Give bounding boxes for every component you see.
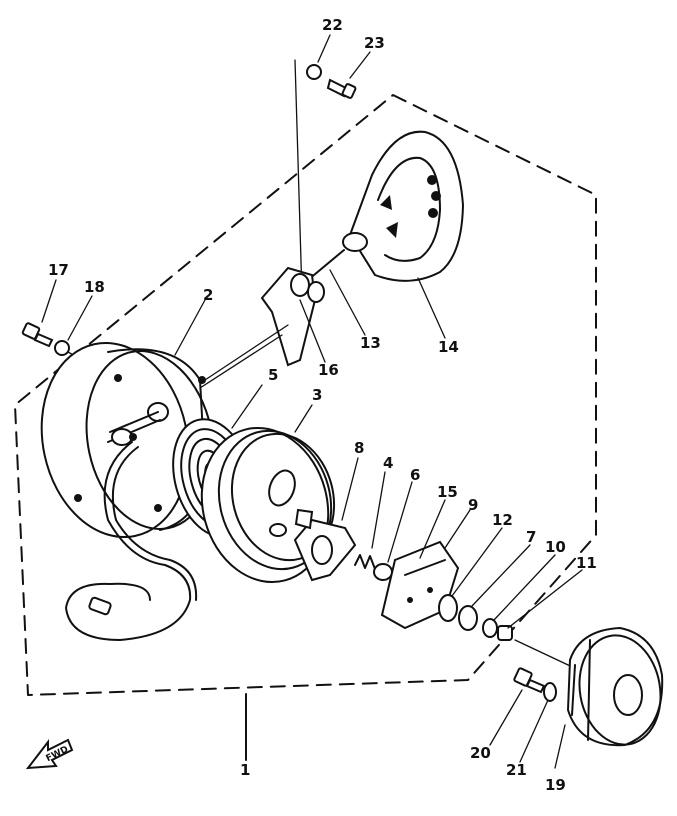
wire-connector bbox=[88, 596, 112, 616]
front-direction-arrow-icon: FWD bbox=[25, 738, 74, 770]
leader-line-22 bbox=[317, 34, 331, 63]
callout-7: 7 bbox=[526, 528, 536, 546]
callout-19: 19 bbox=[545, 776, 566, 794]
callout-9: 9 bbox=[468, 496, 478, 514]
leader-line-21 bbox=[519, 699, 549, 763]
starter-handle-14 bbox=[342, 130, 465, 282]
starter-rope-13 bbox=[307, 249, 345, 281]
washer-21 bbox=[543, 682, 557, 702]
leader-line-7 bbox=[471, 544, 531, 607]
guide-line bbox=[294, 59, 303, 296]
callout-18: 18 bbox=[84, 278, 105, 296]
leader-line-2 bbox=[174, 299, 206, 356]
stop-switch-wire-2 bbox=[111, 446, 198, 601]
leader-line-13 bbox=[329, 269, 366, 336]
leader-line-4 bbox=[371, 471, 386, 549]
callout-15: 15 bbox=[437, 483, 458, 501]
washer-7 bbox=[458, 605, 478, 631]
bolt-17 bbox=[21, 322, 54, 348]
leader-line-19 bbox=[554, 724, 566, 769]
callout-22: 22 bbox=[322, 16, 343, 34]
leader-line-5 bbox=[231, 384, 263, 429]
stop-switch-wire bbox=[65, 441, 192, 641]
leader-line-18 bbox=[67, 295, 93, 341]
leader-line-8 bbox=[341, 457, 359, 521]
washer-12 bbox=[438, 594, 458, 622]
callout-1: 1 bbox=[240, 761, 250, 779]
starter-case-2 bbox=[40, 341, 215, 539]
leader-line-14 bbox=[417, 277, 446, 339]
leader-line-16 bbox=[299, 299, 326, 363]
leader-line-23 bbox=[349, 51, 371, 79]
callout-5: 5 bbox=[268, 366, 278, 384]
pawl-8 bbox=[293, 508, 357, 582]
callout-8: 8 bbox=[354, 439, 364, 457]
pawl-spring-4 bbox=[354, 554, 376, 570]
callout-20: 20 bbox=[470, 744, 491, 762]
washer-18 bbox=[54, 340, 70, 356]
callout-10: 10 bbox=[545, 538, 566, 556]
bolt-23 bbox=[306, 64, 357, 99]
leader-line-17 bbox=[41, 279, 57, 323]
washer-10 bbox=[482, 618, 498, 638]
leader-line-6 bbox=[387, 481, 413, 563]
assembly-boundary bbox=[14, 94, 597, 696]
leader-line-12 bbox=[451, 527, 503, 597]
callout-6: 6 bbox=[410, 466, 420, 484]
shaft-line bbox=[204, 324, 289, 381]
leader-line-10 bbox=[493, 554, 556, 621]
callout-23: 23 bbox=[364, 34, 385, 52]
callout-14: 14 bbox=[438, 338, 459, 356]
leader-line-9 bbox=[444, 509, 471, 549]
bolt-20 bbox=[513, 667, 546, 694]
washer-6 bbox=[373, 563, 393, 581]
callout-2: 2 bbox=[203, 286, 213, 304]
callout-4: 4 bbox=[383, 454, 393, 472]
leader-line-3 bbox=[294, 404, 313, 433]
callout-21: 21 bbox=[506, 761, 527, 779]
shaft-line-2 bbox=[199, 334, 283, 389]
callout-16: 16 bbox=[318, 361, 339, 379]
callout-3: 3 bbox=[312, 386, 322, 404]
callout-17: 17 bbox=[48, 261, 69, 279]
starter-cup-19 bbox=[566, 626, 664, 747]
callout-13: 13 bbox=[360, 334, 381, 352]
leader-line-11 bbox=[507, 569, 583, 629]
callout-12: 12 bbox=[492, 511, 513, 529]
callout-11: 11 bbox=[576, 554, 597, 572]
leader-line-15 bbox=[419, 499, 446, 559]
leader-line-20 bbox=[489, 689, 523, 746]
rope-guide-16 bbox=[260, 266, 325, 367]
nut-11 bbox=[497, 625, 513, 641]
